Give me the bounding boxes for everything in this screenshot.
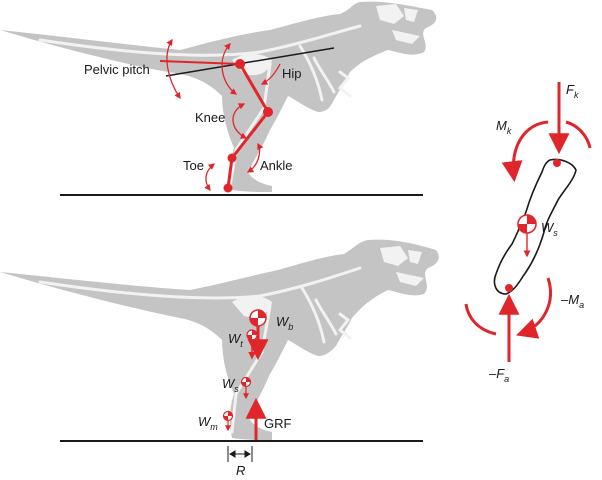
top-panel: Pelvic pitch Hip Knee Toe Ankle: [0, 1, 437, 196]
com-thigh: [246, 329, 258, 341]
r-label: R: [236, 463, 245, 478]
hip-label: Hip: [282, 66, 302, 81]
pelvic-pitch-reference-line: [165, 47, 335, 77]
m-a-arc: [516, 277, 552, 339]
rotation-arrows-top: [166, 38, 281, 192]
w-s-segment-label: Ws: [541, 220, 558, 238]
ankle-joint: [227, 153, 237, 163]
f-a-label: –Fa: [488, 366, 509, 384]
w-s-label: Ws: [222, 376, 239, 394]
dinosaur-silhouette-top: [0, 1, 437, 193]
knee-label: Knee: [195, 110, 225, 125]
limb-segments-top: [226, 62, 270, 190]
knee-arrow: [232, 103, 248, 139]
dinosaur-silhouette-bottom: [0, 239, 439, 440]
toe-joint: [223, 183, 233, 193]
m-k-arc-right: [565, 120, 592, 149]
skull-top: [376, 4, 420, 44]
m-a-label: –Ma: [560, 292, 584, 310]
knee-joint: [263, 107, 273, 117]
ankle-contact-dot: [505, 284, 513, 292]
bottom-panel: Wb Wt Ws Wm GRF R: [0, 239, 439, 478]
hip-arrow-right: [260, 63, 281, 85]
m-a-arc-left: [464, 303, 497, 336]
skull-bottom: [380, 246, 424, 286]
w-b-label: Wb: [276, 314, 293, 332]
pelvic-pitch-label: Pelvic pitch: [84, 62, 150, 77]
segment-com: [517, 214, 537, 234]
hip-joint: [235, 59, 245, 69]
joints-top: [223, 59, 273, 193]
r-dimension: [227, 446, 253, 462]
knee-contact-dot: [553, 159, 561, 167]
m-k-label: Mk: [496, 118, 512, 136]
com-metatarsus: [222, 410, 234, 422]
toe-label: Toe: [183, 158, 204, 173]
toe-arrow: [204, 163, 216, 192]
w-m-label: Wm: [198, 414, 218, 432]
grf-label: GRF: [264, 416, 292, 431]
w-t-label: Wt: [228, 331, 243, 349]
com-body: [249, 309, 267, 327]
m-k-arc: [501, 120, 549, 183]
ankle-arrow: [246, 142, 264, 173]
ankle-label: Ankle: [260, 158, 293, 173]
com-shank: [240, 376, 252, 388]
pelvic-pitch-arrow: [166, 38, 181, 100]
segment-free-body-panel: Fk Mk Ws –Ma –Fa: [464, 82, 592, 384]
weight-vectors: [225, 326, 269, 440]
hip-arrow: [221, 43, 238, 95]
f-k-label: Fk: [566, 82, 579, 100]
